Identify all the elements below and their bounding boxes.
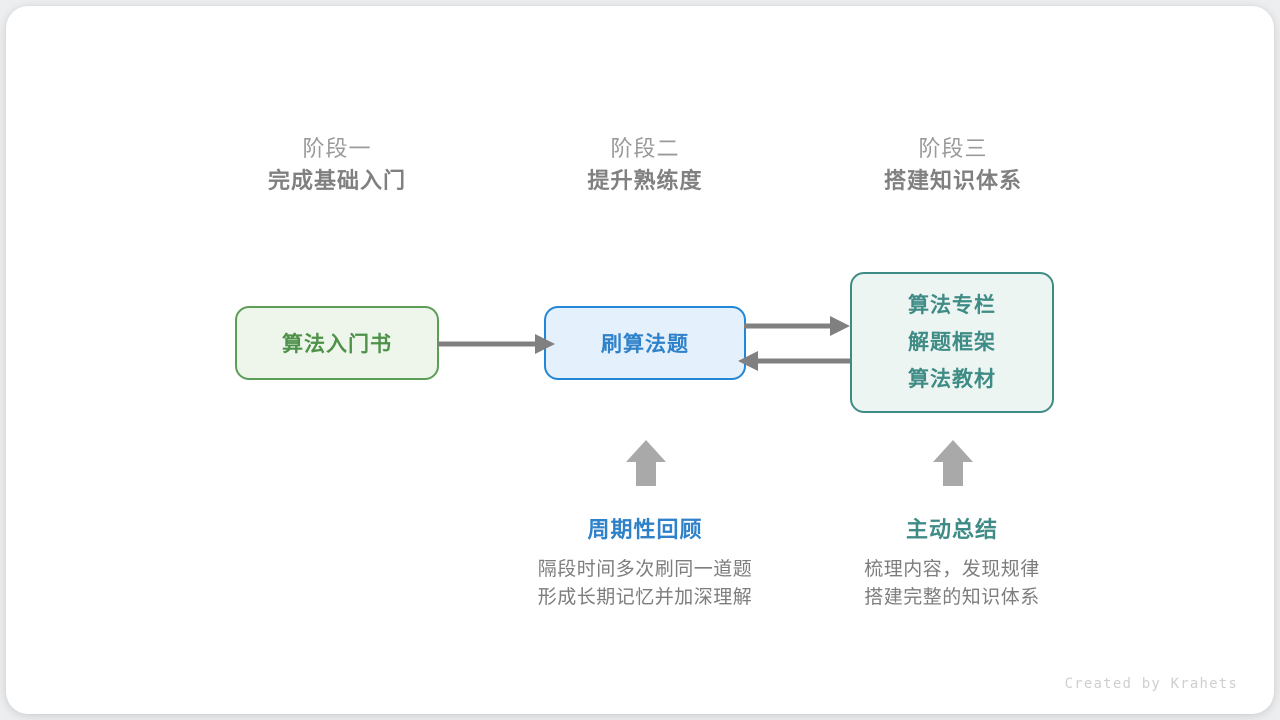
node-resources-line-1: 算法专栏 <box>908 294 996 317</box>
node-algorithm-intro-book[interactable]: 算法入门书 <box>235 306 439 380</box>
connector-book-to-practice <box>437 334 555 354</box>
annotation-summary-body-line-2: 搭建完整的知识体系 <box>864 587 1040 608</box>
annotation-review-title: 周期性回顾 <box>587 517 703 542</box>
node-resources-line-2: 解题框架 <box>908 331 996 354</box>
annotation-periodic-review: 周期性回顾 隔段时间多次刷同一道题 形成长期记忆并加深理解 <box>495 514 795 612</box>
node-learning-resources[interactable]: 算法专栏 解题框架 算法教材 <box>850 272 1054 413</box>
review-arrow-icon <box>626 440 666 486</box>
annotation-summary-body-line-1: 梳理内容，发现规律 <box>864 559 1040 580</box>
stage-header-3: 阶段三 搭建知识体系 <box>823 134 1083 198</box>
annotation-review-body-line-1: 隔段时间多次刷同一道题 <box>537 559 753 580</box>
stage-header-1: 阶段一 完成基础入门 <box>207 134 467 198</box>
node-practice-label: 刷算法题 <box>601 333 689 356</box>
annotation-active-summary: 主动总结 梳理内容，发现规律 搭建完整的知识体系 <box>802 514 1102 612</box>
stage-1-title: 完成基础入门 <box>267 168 406 193</box>
node-practice-problems[interactable]: 刷算法题 <box>544 306 746 380</box>
diagram-card: 阶段一 完成基础入门 阶段二 提升熟练度 阶段三 搭建知识体系 算法入门书 刷算… <box>6 6 1274 714</box>
annotation-summary-title: 主动总结 <box>905 517 998 542</box>
summary-arrow-icon <box>933 440 973 486</box>
footer-credit: Created by Krahets <box>1064 676 1238 692</box>
node-resources-line-3: 算法教材 <box>908 368 996 391</box>
annotation-summary-body: 梳理内容，发现规律 搭建完整的知识体系 <box>802 556 1102 612</box>
stage-3-title: 搭建知识体系 <box>883 168 1022 193</box>
stage-1-number: 阶段一 <box>302 136 372 161</box>
stage-3-number: 阶段三 <box>918 136 988 161</box>
stage-2-title: 提升熟练度 <box>587 168 703 193</box>
node-book-label: 算法入门书 <box>282 333 392 356</box>
connector-practice-to-resources <box>744 316 850 336</box>
stage-2-number: 阶段二 <box>610 136 680 161</box>
annotation-review-body: 隔段时间多次刷同一道题 形成长期记忆并加深理解 <box>495 556 795 612</box>
connector-resources-to-practice <box>738 351 850 371</box>
stage-header-2: 阶段二 提升熟练度 <box>515 134 775 198</box>
annotation-review-body-line-2: 形成长期记忆并加深理解 <box>537 587 753 608</box>
